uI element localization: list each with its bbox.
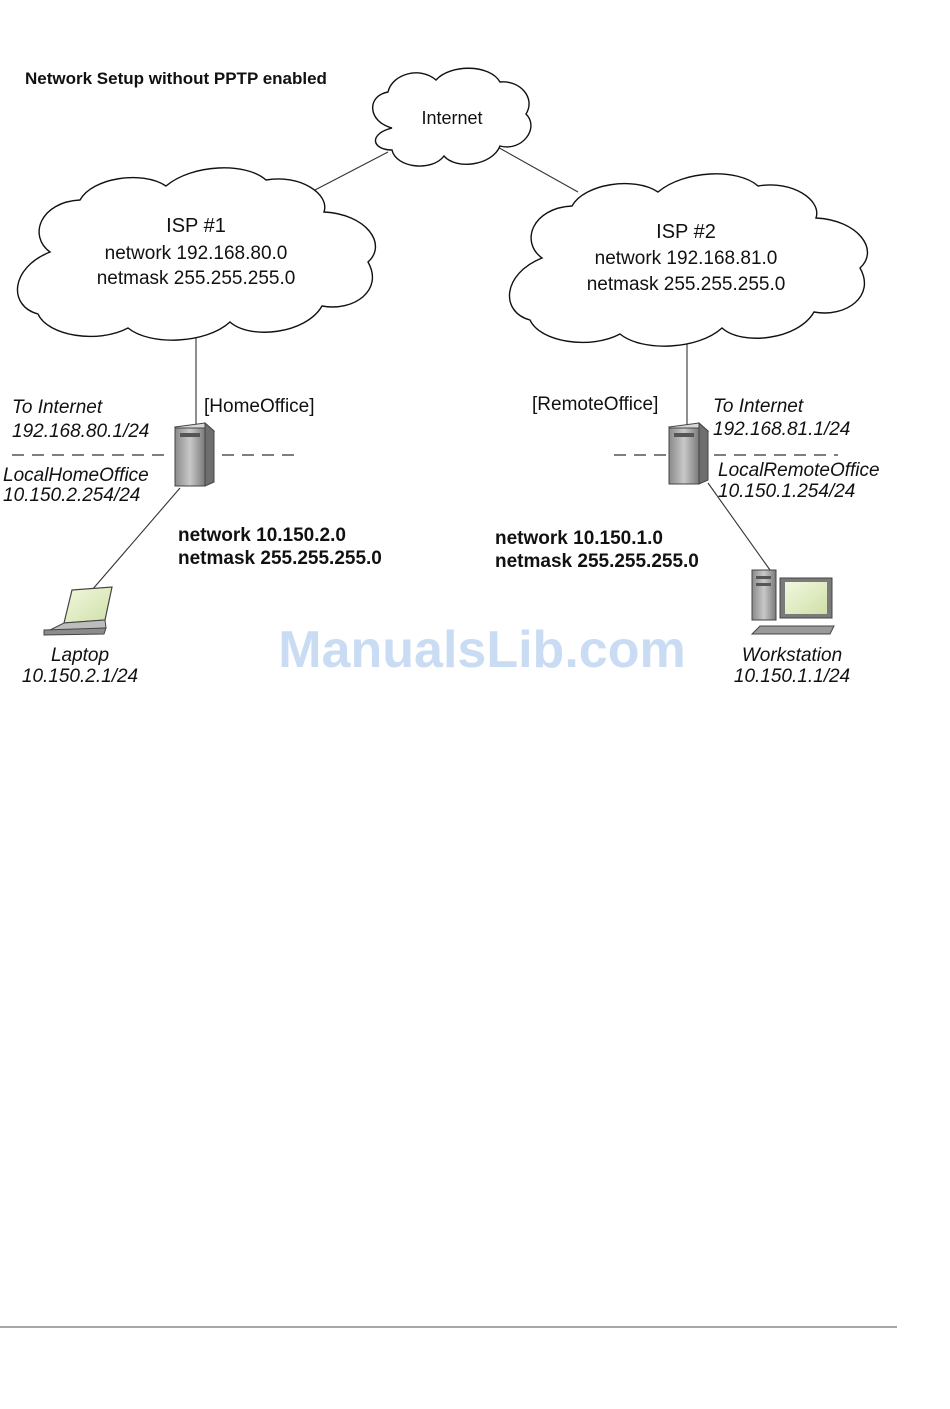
isp2-name: ISP #2 [656,221,716,243]
diagram-title: Network Setup without PPTP enabled [25,69,327,88]
remote-office-label: [RemoteOffice] [532,394,658,415]
remote-local-name: LocalRemoteOffice [718,460,880,481]
laptop-name: Laptop [51,645,109,666]
home-local-name: LocalHomeOffice [3,465,149,486]
isp2-network: network 192.168.81.0 [595,248,778,269]
remote-external-ip: 192.168.81.1/24 [713,419,850,440]
laptop-ip: 10.150.2.1/24 [22,666,138,687]
remote-lan-netmask: netmask 255.255.255.0 [495,551,699,572]
isp1-netmask: netmask 255.255.255.0 [97,268,296,289]
remote-lan-network: network 10.150.1.0 [495,528,663,549]
isp1-name: ISP #1 [166,215,226,237]
remote-to-internet-label: To Internet [713,396,804,417]
home-local-ip: 10.150.2.254/24 [3,485,140,506]
home-office-label: [HomeOffice] [204,396,315,417]
internet-label: Internet [421,108,482,128]
isp1-network: network 192.168.80.0 [105,243,288,264]
workstation-icon [750,569,835,635]
isp2-netmask: netmask 255.255.255.0 [587,274,786,295]
internet-cloud [372,67,532,167]
home-lan-network: network 10.150.2.0 [178,525,346,546]
watermark: ManualsLib.com [278,621,685,679]
home-external-ip: 192.168.80.1/24 [12,421,149,442]
workstation-ip: 10.150.1.1/24 [734,666,850,687]
home-lan-netmask: netmask 255.255.255.0 [178,548,382,569]
connection-lines [91,139,771,591]
home-to-internet-label: To Internet [12,397,103,418]
isp1-cloud [16,167,377,341]
laptop-icon [43,586,113,636]
isp2-cloud [508,173,869,347]
remote-local-ip: 10.150.1.254/24 [718,481,855,502]
workstation-name: Workstation [742,645,842,666]
home-office-server-icon [173,421,216,487]
remote-office-server-icon [667,421,710,485]
